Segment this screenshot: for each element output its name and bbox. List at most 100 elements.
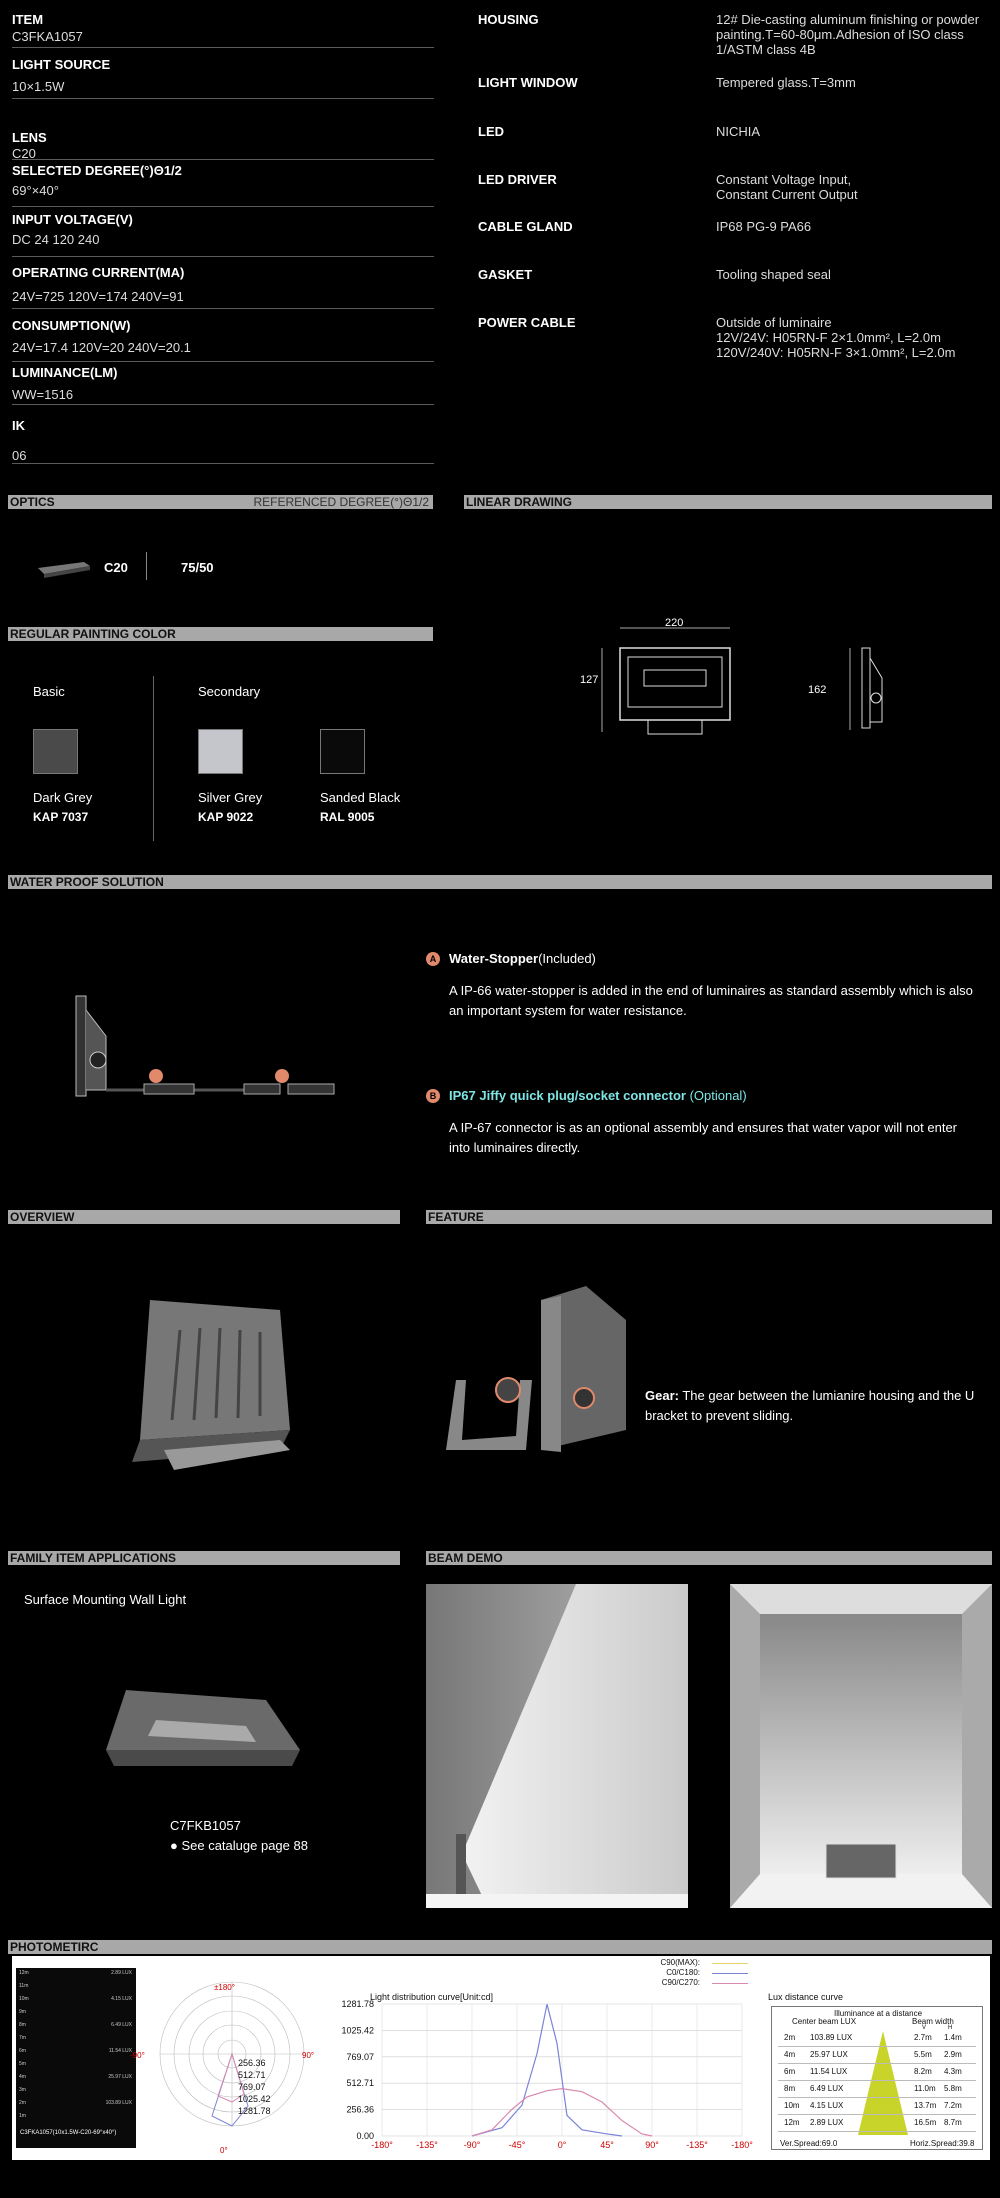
- lux-distance: 10m: [784, 2101, 800, 2110]
- beam-demo-side: [426, 1584, 688, 1908]
- water-a-text: A IP-66 water-stopper is added in the en…: [449, 983, 973, 1018]
- lux-cone: [858, 2031, 908, 2135]
- x-tick-label: -45°: [509, 2140, 526, 2150]
- spec-right-key: LED: [478, 124, 504, 139]
- section-family: FAMILY ITEM APPLICATIONS: [8, 1551, 400, 1565]
- section-water-proof: WATER PROOF SOLUTION: [8, 875, 992, 889]
- dist-label: 12m: [19, 1970, 29, 1976]
- polar-value: 769.07: [238, 2082, 266, 2092]
- x-tick-label: -180°: [371, 2140, 393, 2150]
- spec-key: LUMINANCE(LM): [12, 365, 118, 380]
- color-swatch-0: [33, 729, 78, 774]
- lux-value: 2.89 LUX: [810, 2118, 844, 2127]
- feature-text: Gear: The gear between the lumianire hou…: [645, 1388, 975, 1423]
- dist-label: 1m: [19, 2113, 26, 2119]
- polar-right-angle: 90°: [302, 2051, 315, 2060]
- spec-right-value: Tooling shaped seal: [716, 267, 831, 282]
- ver-spread: Ver.Spread:69.0: [780, 2139, 838, 2148]
- polar-top-angle: ±180°: [214, 1983, 235, 1992]
- lux-header-center: Center beam LUX: [792, 2017, 857, 2026]
- color-name: Dark Grey: [33, 790, 93, 805]
- color-basic-label: Basic: [33, 684, 65, 699]
- dist-label: 5m: [19, 2061, 26, 2067]
- x-tick-label: 45°: [600, 2140, 614, 2150]
- color-code: KAP 7037: [33, 810, 89, 824]
- series-line-1: [471, 2088, 653, 2137]
- spec-right-key: HOUSING: [478, 12, 539, 27]
- lux-h-width: 5.8m: [944, 2084, 962, 2093]
- water-b-note: (Optional): [685, 1088, 747, 1103]
- lux-distance: 4m: [784, 2050, 796, 2059]
- badge-a: A: [426, 952, 440, 966]
- spec-key: LIGHT SOURCE: [12, 57, 111, 72]
- polar-diagram: [159, 1981, 305, 2127]
- spec-value: 69°×40°: [12, 183, 59, 198]
- spec-key: SELECTED DEGREE(°)Θ1/2: [12, 163, 182, 178]
- lux-value: 25.97 LUX: [810, 2050, 848, 2059]
- color-secondary-label: Secondary: [198, 684, 261, 699]
- overview-product-image: [132, 1300, 290, 1470]
- lux-distance: 12m: [784, 2118, 800, 2127]
- dist-lux-label: 11.54 LUX: [108, 2048, 132, 2054]
- lux-h-width: 7.2m: [944, 2101, 962, 2110]
- dist-label: 4m: [19, 2074, 26, 2080]
- legend-label: C90(MAX):: [660, 1958, 700, 1967]
- family-product-image: [106, 1690, 300, 1766]
- x-tick-label: -180°: [731, 2140, 753, 2150]
- spec-row-5: OPERATING CURRENT(MA)24V=725 120V=174 24…: [12, 265, 434, 309]
- lux-v-width: 16.5m: [914, 2118, 937, 2127]
- lux-value: 103.89 LUX: [810, 2033, 853, 2042]
- lux-h-width: 8.7m: [944, 2118, 962, 2127]
- spec-value: WW=1516: [12, 387, 74, 402]
- lux-distance: 8m: [784, 2084, 796, 2093]
- x-tick-label: -135°: [416, 2140, 438, 2150]
- lux-v-width: 11.0m: [914, 2084, 936, 2093]
- lux-distance: 6m: [784, 2067, 796, 2076]
- water-b-text: A IP-67 connector is as an optional asse…: [449, 1120, 958, 1155]
- color-name: Sanded Black: [320, 790, 401, 805]
- spec-value: C20: [12, 146, 36, 161]
- spec-right-value: IP68 PG-9 PA66: [716, 219, 812, 234]
- lux-h-width: 2.9m: [944, 2050, 962, 2059]
- color-name: Silver Grey: [198, 790, 263, 805]
- dist-lux-label: 2.89 LUX: [111, 1970, 132, 1976]
- dist-label: 10m: [19, 1996, 29, 2002]
- legend-swatch-2: [712, 1983, 748, 1984]
- dim-depth: 162: [808, 684, 827, 696]
- dist-label: 6m: [19, 2048, 26, 2054]
- spec-row-4: INPUT VOLTAGE(V) DC 24 120 240: [12, 212, 434, 257]
- section-linear-drawing: LINEAR DRAWING: [464, 495, 992, 509]
- dim-width: 220: [665, 617, 684, 629]
- spec-row-6: CONSUMPTION(W)24V=17.4 120V=20 240V=20.1: [12, 318, 434, 362]
- water-a-note: (Included): [538, 951, 596, 966]
- family-note: ● See cataluge page 88: [170, 1838, 308, 1853]
- feature-gear-image: [446, 1286, 626, 1452]
- color-code: KAP 9022: [198, 810, 254, 824]
- spec-key: INPUT VOLTAGE(V): [12, 212, 133, 227]
- dist-lux-label: 6.49 LUX: [111, 2022, 132, 2028]
- section-beam-demo: BEAM DEMO: [426, 1551, 992, 1565]
- spec-right-value: Constant Voltage Input, Constant Current…: [716, 172, 858, 202]
- y-tick-label: 1025.42: [341, 2025, 374, 2035]
- dist-label: 11m: [19, 1983, 29, 1989]
- lux-v-width: 2.7m: [914, 2033, 932, 2042]
- series-line-0: [471, 2004, 623, 2137]
- spec-right-key: CABLE GLAND: [478, 219, 573, 234]
- lux-value: 4.15 LUX: [810, 2101, 844, 2110]
- legend-label: C90/C270:: [661, 1978, 700, 1987]
- legend-swatch-0: [712, 1963, 748, 1964]
- color-divider: [153, 676, 154, 841]
- dist-label: 3m: [19, 2087, 26, 2093]
- lux-row-line: [778, 2046, 976, 2047]
- spec-key: CONSUMPTION(W): [12, 318, 131, 333]
- dist-lux-label: 103.89 LUX: [105, 2100, 132, 2106]
- color-swatch-1: [198, 729, 243, 774]
- lux-row-line: [778, 2097, 976, 2098]
- optics-degree: 75/50: [181, 560, 214, 575]
- spec-value: DC 24 120 240: [12, 232, 100, 247]
- family-title: Surface Mounting Wall Light: [24, 1592, 187, 1607]
- badge-b: B: [426, 1089, 440, 1103]
- dist-label: 7m: [19, 2035, 26, 2041]
